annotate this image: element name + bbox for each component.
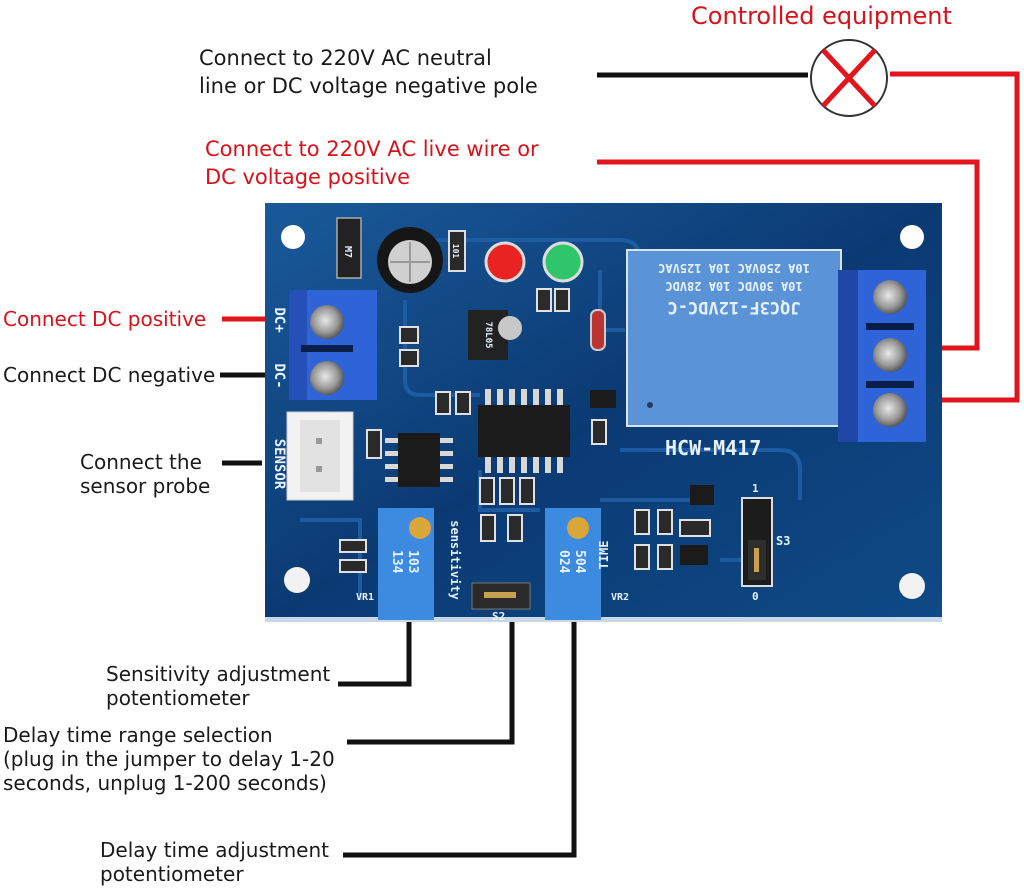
dc-minus-silk: DC- (271, 363, 287, 388)
live-line-2: DC voltage positive (205, 165, 411, 189)
board-model: HCW-M417 (665, 436, 761, 460)
regulator-78l05: 78L05 (468, 310, 522, 360)
sensitivity-silk: sensitivity (448, 520, 462, 599)
transistor (690, 485, 714, 505)
sensor-line-1: Connect the (80, 450, 202, 474)
s3-jumper (741, 497, 773, 587)
svg-text:103: 103 (405, 550, 420, 573)
sensitivity-potentiometer: 134 103 (378, 508, 434, 620)
transistor (590, 390, 616, 408)
relay: JQC3F-12VDC-C 10A 30VDC 10A 28VDC 10A 25… (626, 249, 842, 427)
sensor-connector (286, 411, 354, 501)
ic-8pin (385, 433, 453, 487)
sensitivity-leader (338, 622, 412, 687)
svg-text:134: 134 (389, 550, 404, 574)
s3-silk: S3 (776, 534, 790, 548)
neutral-label: Connect to 220V AC neutral line or DC vo… (199, 44, 538, 100)
svg-text:024: 024 (556, 550, 571, 574)
glass-diode (590, 309, 606, 351)
delay-range-leader (347, 622, 515, 745)
svg-text:0: 0 (752, 590, 759, 603)
svg-text:1: 1 (752, 482, 759, 495)
sensor-silk: SENSOR (271, 439, 287, 490)
sensitivity-line-1: Sensitivity adjustment (106, 662, 331, 686)
electrolytic-capacitor (377, 227, 443, 293)
dc-terminal-block (289, 290, 377, 400)
time-silk: TIME (597, 541, 611, 570)
pcb-board: M7 101 78L05 (265, 203, 942, 623)
resistor-101: 101 (448, 230, 466, 272)
svg-text:101: 101 (451, 244, 460, 259)
sensor-label: Connect the sensor probe (80, 450, 210, 498)
sensitivity-line-2: potentiometer (106, 686, 250, 710)
relay-terminal-block (838, 270, 926, 442)
mount-hole (899, 573, 925, 599)
delay-range-line-2: (plug in the jumper to delay 1-20 (3, 747, 335, 771)
svg-text:78L05: 78L05 (483, 321, 493, 348)
diode-label: M7 (342, 246, 353, 258)
relay-rating-ac: 10A 250VAC 10A 125VAC (658, 261, 810, 275)
wires (220, 71, 1020, 858)
delay-range-label: Delay time range selection (plug in the … (3, 723, 335, 795)
delay-adjust-line-2: potentiometer (100, 862, 244, 886)
sensor-line-2: sensor probe (80, 474, 211, 498)
delay-adjust-leader (343, 622, 577, 858)
neutral-line-1: Connect to 220V AC neutral (199, 46, 492, 70)
svg-text:504: 504 (572, 550, 587, 574)
delay-range-line-3: seconds, unplug 1-200 seconds) (3, 771, 327, 795)
sensitivity-label: Sensitivity adjustment potentiometer (106, 662, 330, 710)
transistor (680, 545, 708, 565)
live-wire (597, 159, 980, 351)
vr2-silk: VR2 (611, 592, 629, 603)
delay-adjust-label: Delay time adjustment potentiometer (100, 838, 329, 886)
lamp-icon (810, 39, 888, 117)
ic-16pin (478, 389, 570, 473)
mount-hole (281, 225, 305, 249)
dc-negative-label: Connect DC negative (3, 363, 216, 387)
mount-hole (900, 225, 924, 249)
red-led (484, 241, 526, 283)
s2-silk: S2 (492, 610, 505, 623)
time-potentiometer: 024 504 (545, 508, 601, 620)
dc-positive-label: Connect DC positive (3, 307, 207, 331)
delay-adjust-line-1: Delay time adjustment (100, 838, 330, 862)
diode-m7: M7 (336, 217, 362, 279)
s2-jumper (471, 582, 531, 610)
relay-model: JQC3F-12VDC-C (667, 297, 800, 317)
equipment-return-wire (890, 71, 1020, 403)
controlled-equipment-label: Controlled equipment (691, 2, 952, 30)
live-label: Connect to 220V AC live wire or DC volta… (205, 135, 539, 191)
relay-rating-dc: 10A 30VDC 10A 28VDC (665, 279, 802, 293)
green-led (542, 241, 584, 283)
delay-range-line-1: Delay time range selection (3, 723, 273, 747)
vr1-silk: VR1 (356, 592, 374, 603)
dc-plus-silk: DC+ (271, 307, 287, 332)
mount-hole (284, 567, 310, 593)
live-line-1: Connect to 220V AC live wire or (205, 137, 539, 161)
neutral-line-2: line or DC voltage negative pole (199, 74, 538, 98)
